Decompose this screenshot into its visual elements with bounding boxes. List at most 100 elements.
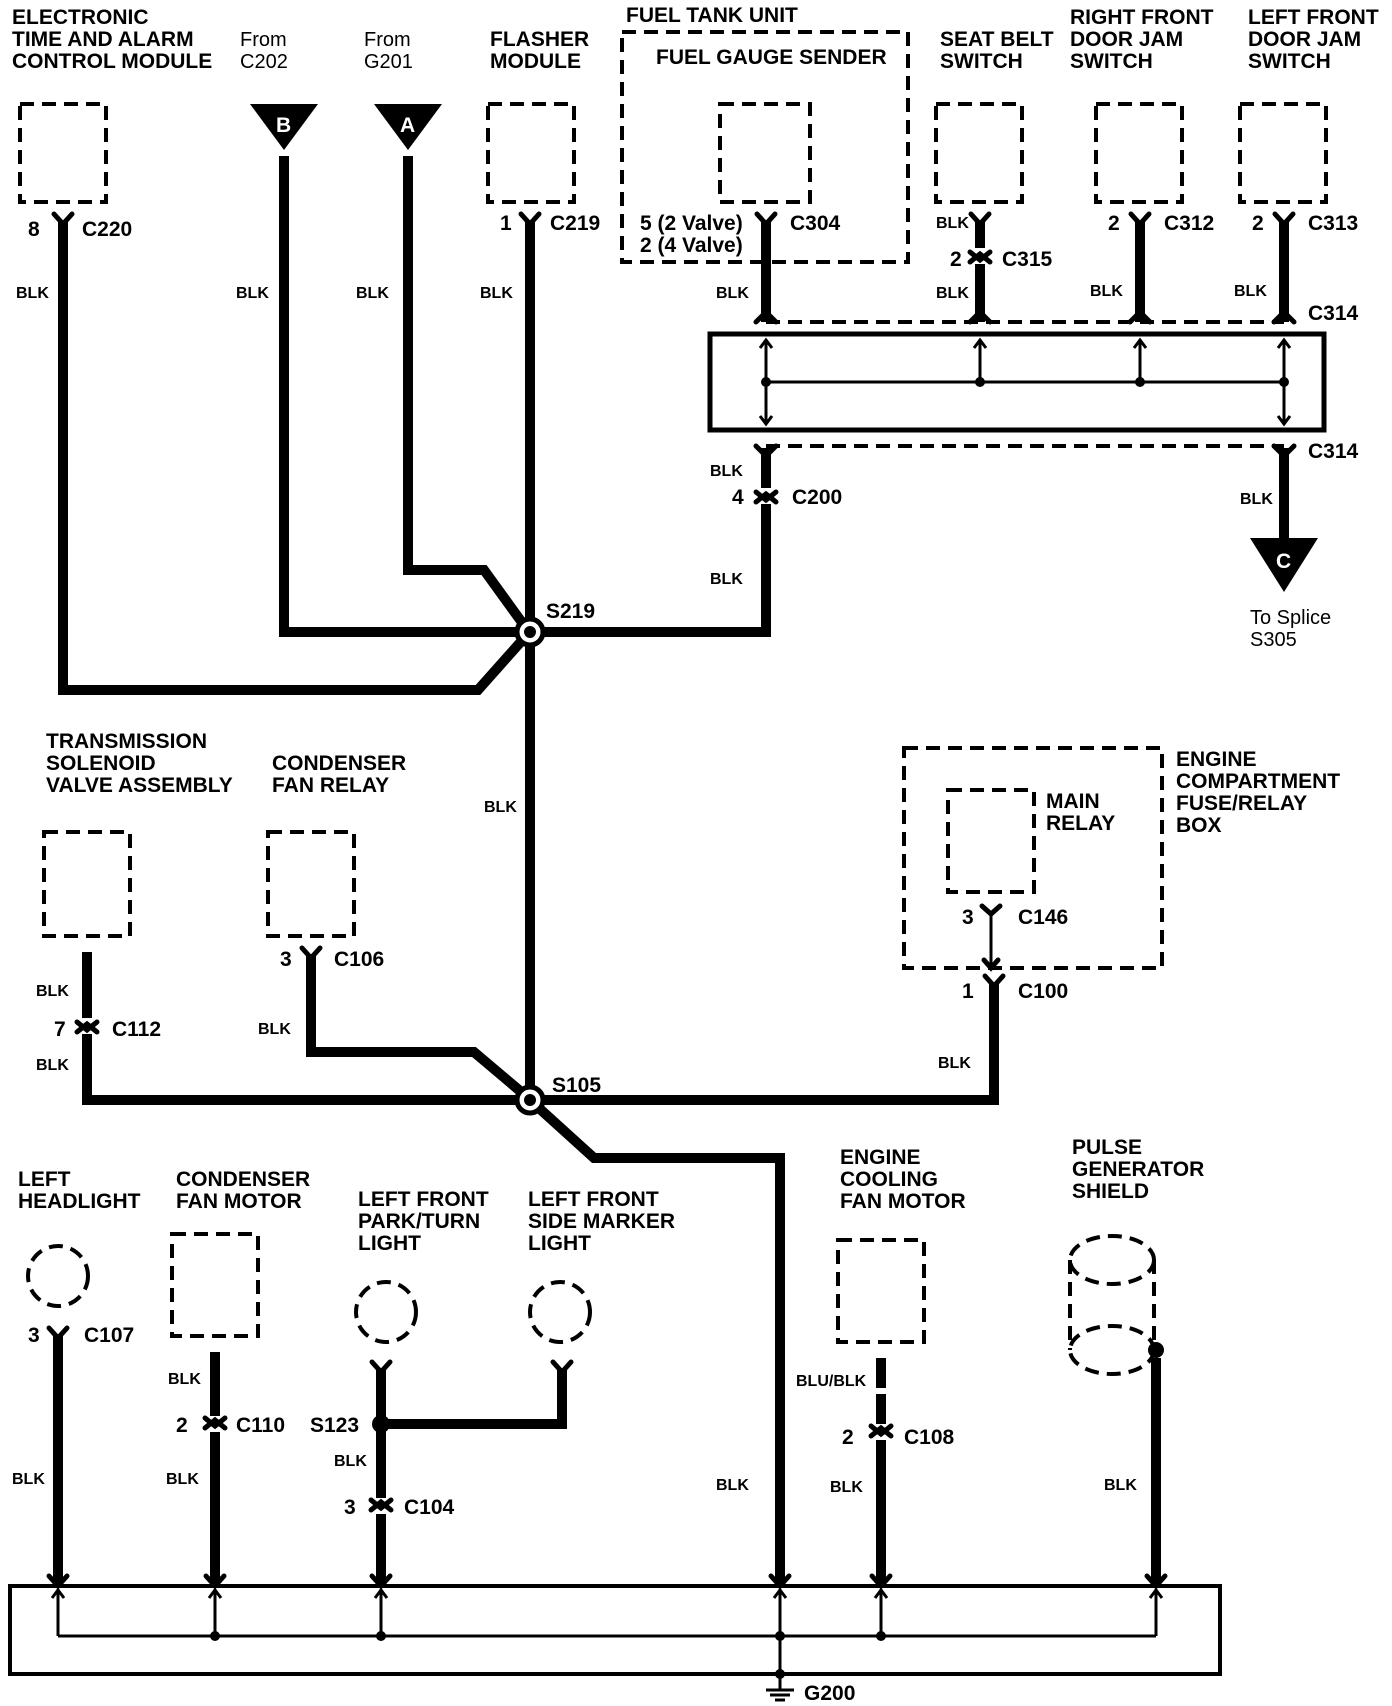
c104-pin: 3	[344, 1496, 356, 1519]
svg-text:CONDENSER: CONDENSER	[176, 1168, 310, 1191]
svg-text:DOOR JAM: DOOR JAM	[1248, 28, 1361, 51]
svg-text:SHIELD: SHIELD	[1072, 1180, 1149, 1203]
ground-symbol-icon	[766, 1688, 794, 1702]
c146-pin: 3	[962, 906, 974, 929]
svg-text:HEADLIGHT: HEADLIGHT	[18, 1190, 141, 1213]
c314-top-label: C314	[1308, 302, 1359, 325]
c108-label: C108	[904, 1426, 955, 1449]
c146-label: C146	[1018, 906, 1068, 929]
svg-text:LEFT: LEFT	[18, 1168, 71, 1191]
wire-color-labels-bottom: BLK BLK BLK BLK BLK BLU/BLK BLK BLK	[12, 1371, 1137, 1496]
c112-pin: 7	[54, 1018, 66, 1041]
from-c202-label: From C202	[240, 29, 288, 73]
svg-text:BLK: BLK	[334, 1453, 367, 1470]
svg-text:To Splice: To Splice	[1250, 607, 1331, 629]
svg-text:BLK: BLK	[484, 799, 517, 816]
marker-a-icon: A	[374, 104, 442, 150]
svg-text:BLK: BLK	[830, 1479, 863, 1496]
wire-from-c202	[279, 156, 526, 637]
c313-label: C313	[1308, 212, 1358, 235]
svg-text:SWITCH: SWITCH	[940, 50, 1023, 73]
fuel-tank-unit-label: FUEL TANK UNIT	[626, 4, 798, 27]
c312-label: C312	[1164, 212, 1214, 235]
wire-color-labels-mid: BLK BLK BLK BLK	[36, 983, 971, 1074]
svg-text:PARK/TURN: PARK/TURN	[358, 1210, 480, 1233]
connector-glyphs-mid	[74, 903, 1006, 1035]
svg-text:BLK: BLK	[1234, 283, 1267, 300]
marker-b-icon: B	[250, 104, 318, 150]
right-front-door-jam-switch-label: RIGHT FRONT DOOR JAM SWITCH	[1070, 6, 1214, 73]
etacm-pin: 8	[28, 218, 40, 241]
connector-glyphs-top	[51, 211, 1297, 505]
condenser-fan-relay-box	[266, 830, 356, 938]
wire-color-labels-top: BLK BLK BLK BLK BLK BLK BLK BLK BLK BLK …	[16, 215, 1273, 816]
svg-text:C202: C202	[240, 51, 288, 73]
svg-text:FAN MOTOR: FAN MOTOR	[840, 1190, 966, 1213]
g200-label: G200	[804, 1682, 855, 1705]
c107-pin: 3	[28, 1324, 40, 1347]
etacm-box	[18, 102, 108, 204]
svg-text:CONDENSER: CONDENSER	[272, 752, 406, 775]
etacm-label: ELECTRONIC TIME AND ALARM CONTROL MODULE	[12, 6, 212, 73]
rf-door-pin: 2	[1108, 212, 1120, 235]
fuel-pin-4valve: 2 (4 Valve)	[640, 234, 743, 257]
svg-text:MAIN: MAIN	[1046, 790, 1100, 813]
svg-text:SEAT BELT: SEAT BELT	[940, 28, 1054, 51]
from-g201-label: From G201	[364, 29, 413, 73]
left-headlight-icon	[26, 1244, 90, 1308]
to-splice-s305-label: To Splice S305	[1250, 607, 1331, 651]
fuse-relay-box	[902, 746, 1164, 970]
flasher-module-label: FLASHER MODULE	[490, 28, 589, 73]
c314-connector-bar	[707, 320, 1327, 448]
svg-text:BLK: BLK	[1240, 491, 1273, 508]
svg-text:BLK: BLK	[936, 285, 969, 302]
svg-text:FLASHER: FLASHER	[490, 28, 589, 51]
c104-label: C104	[404, 1496, 455, 1519]
seat-belt-pin: 2	[950, 248, 962, 271]
svg-text:From: From	[240, 29, 287, 51]
trans-solenoid-box	[42, 830, 132, 938]
svg-text:SIDE MARKER: SIDE MARKER	[528, 1210, 675, 1233]
svg-text:BLK: BLK	[12, 1471, 45, 1488]
c106-pin: 3	[280, 948, 292, 971]
svg-text:BLK: BLK	[938, 1055, 971, 1072]
svg-text:LIGHT: LIGHT	[358, 1232, 421, 1255]
svg-text:SWITCH: SWITCH	[1070, 50, 1153, 73]
c200-label: C200	[792, 486, 842, 509]
svg-text:BLK: BLK	[1090, 283, 1123, 300]
svg-text:ENGINE: ENGINE	[1176, 748, 1257, 771]
c108-pin: 2	[842, 1426, 854, 1449]
c107-label: C107	[84, 1324, 134, 1347]
svg-text:FUSE/RELAY: FUSE/RELAY	[1176, 792, 1307, 815]
svg-text:BLK: BLK	[356, 285, 389, 302]
svg-text:S305: S305	[1250, 629, 1297, 651]
s105-label: S105	[552, 1074, 601, 1097]
splice-s123	[372, 1415, 390, 1433]
svg-text:LEFT FRONT: LEFT FRONT	[1248, 6, 1379, 29]
svg-text:DOOR JAM: DOOR JAM	[1070, 28, 1183, 51]
lf-door-pin: 2	[1252, 212, 1264, 235]
c100-label: C100	[1018, 980, 1068, 1003]
svg-text:SOLENOID: SOLENOID	[46, 752, 156, 775]
c100-pin: 1	[962, 980, 974, 1003]
svg-text:BLK: BLK	[168, 1371, 201, 1388]
lf-park-light-icon	[354, 1280, 418, 1344]
svg-text:BLK: BLK	[710, 571, 743, 588]
c220-label: C220	[82, 218, 132, 241]
svg-text:RELAY: RELAY	[1046, 812, 1115, 835]
splice-s219	[514, 616, 546, 648]
svg-text:BLK: BLK	[166, 1471, 199, 1488]
c219-label: C219	[550, 212, 600, 235]
lf-marker-light-icon	[528, 1280, 592, 1344]
wire-s105-g200	[526, 1096, 785, 1584]
svg-text:C: C	[1276, 550, 1291, 573]
marker-c-icon: C	[1250, 538, 1318, 592]
c110-label: C110	[236, 1414, 285, 1437]
svg-text:TRANSMISSION: TRANSMISSION	[46, 730, 207, 753]
flasher-module-box	[486, 102, 576, 204]
svg-text:A: A	[400, 114, 415, 137]
condenser-fan-motor-box	[170, 1232, 260, 1338]
main-relay-label: MAIN RELAY	[1046, 790, 1115, 835]
svg-text:BLK: BLK	[258, 1021, 291, 1038]
